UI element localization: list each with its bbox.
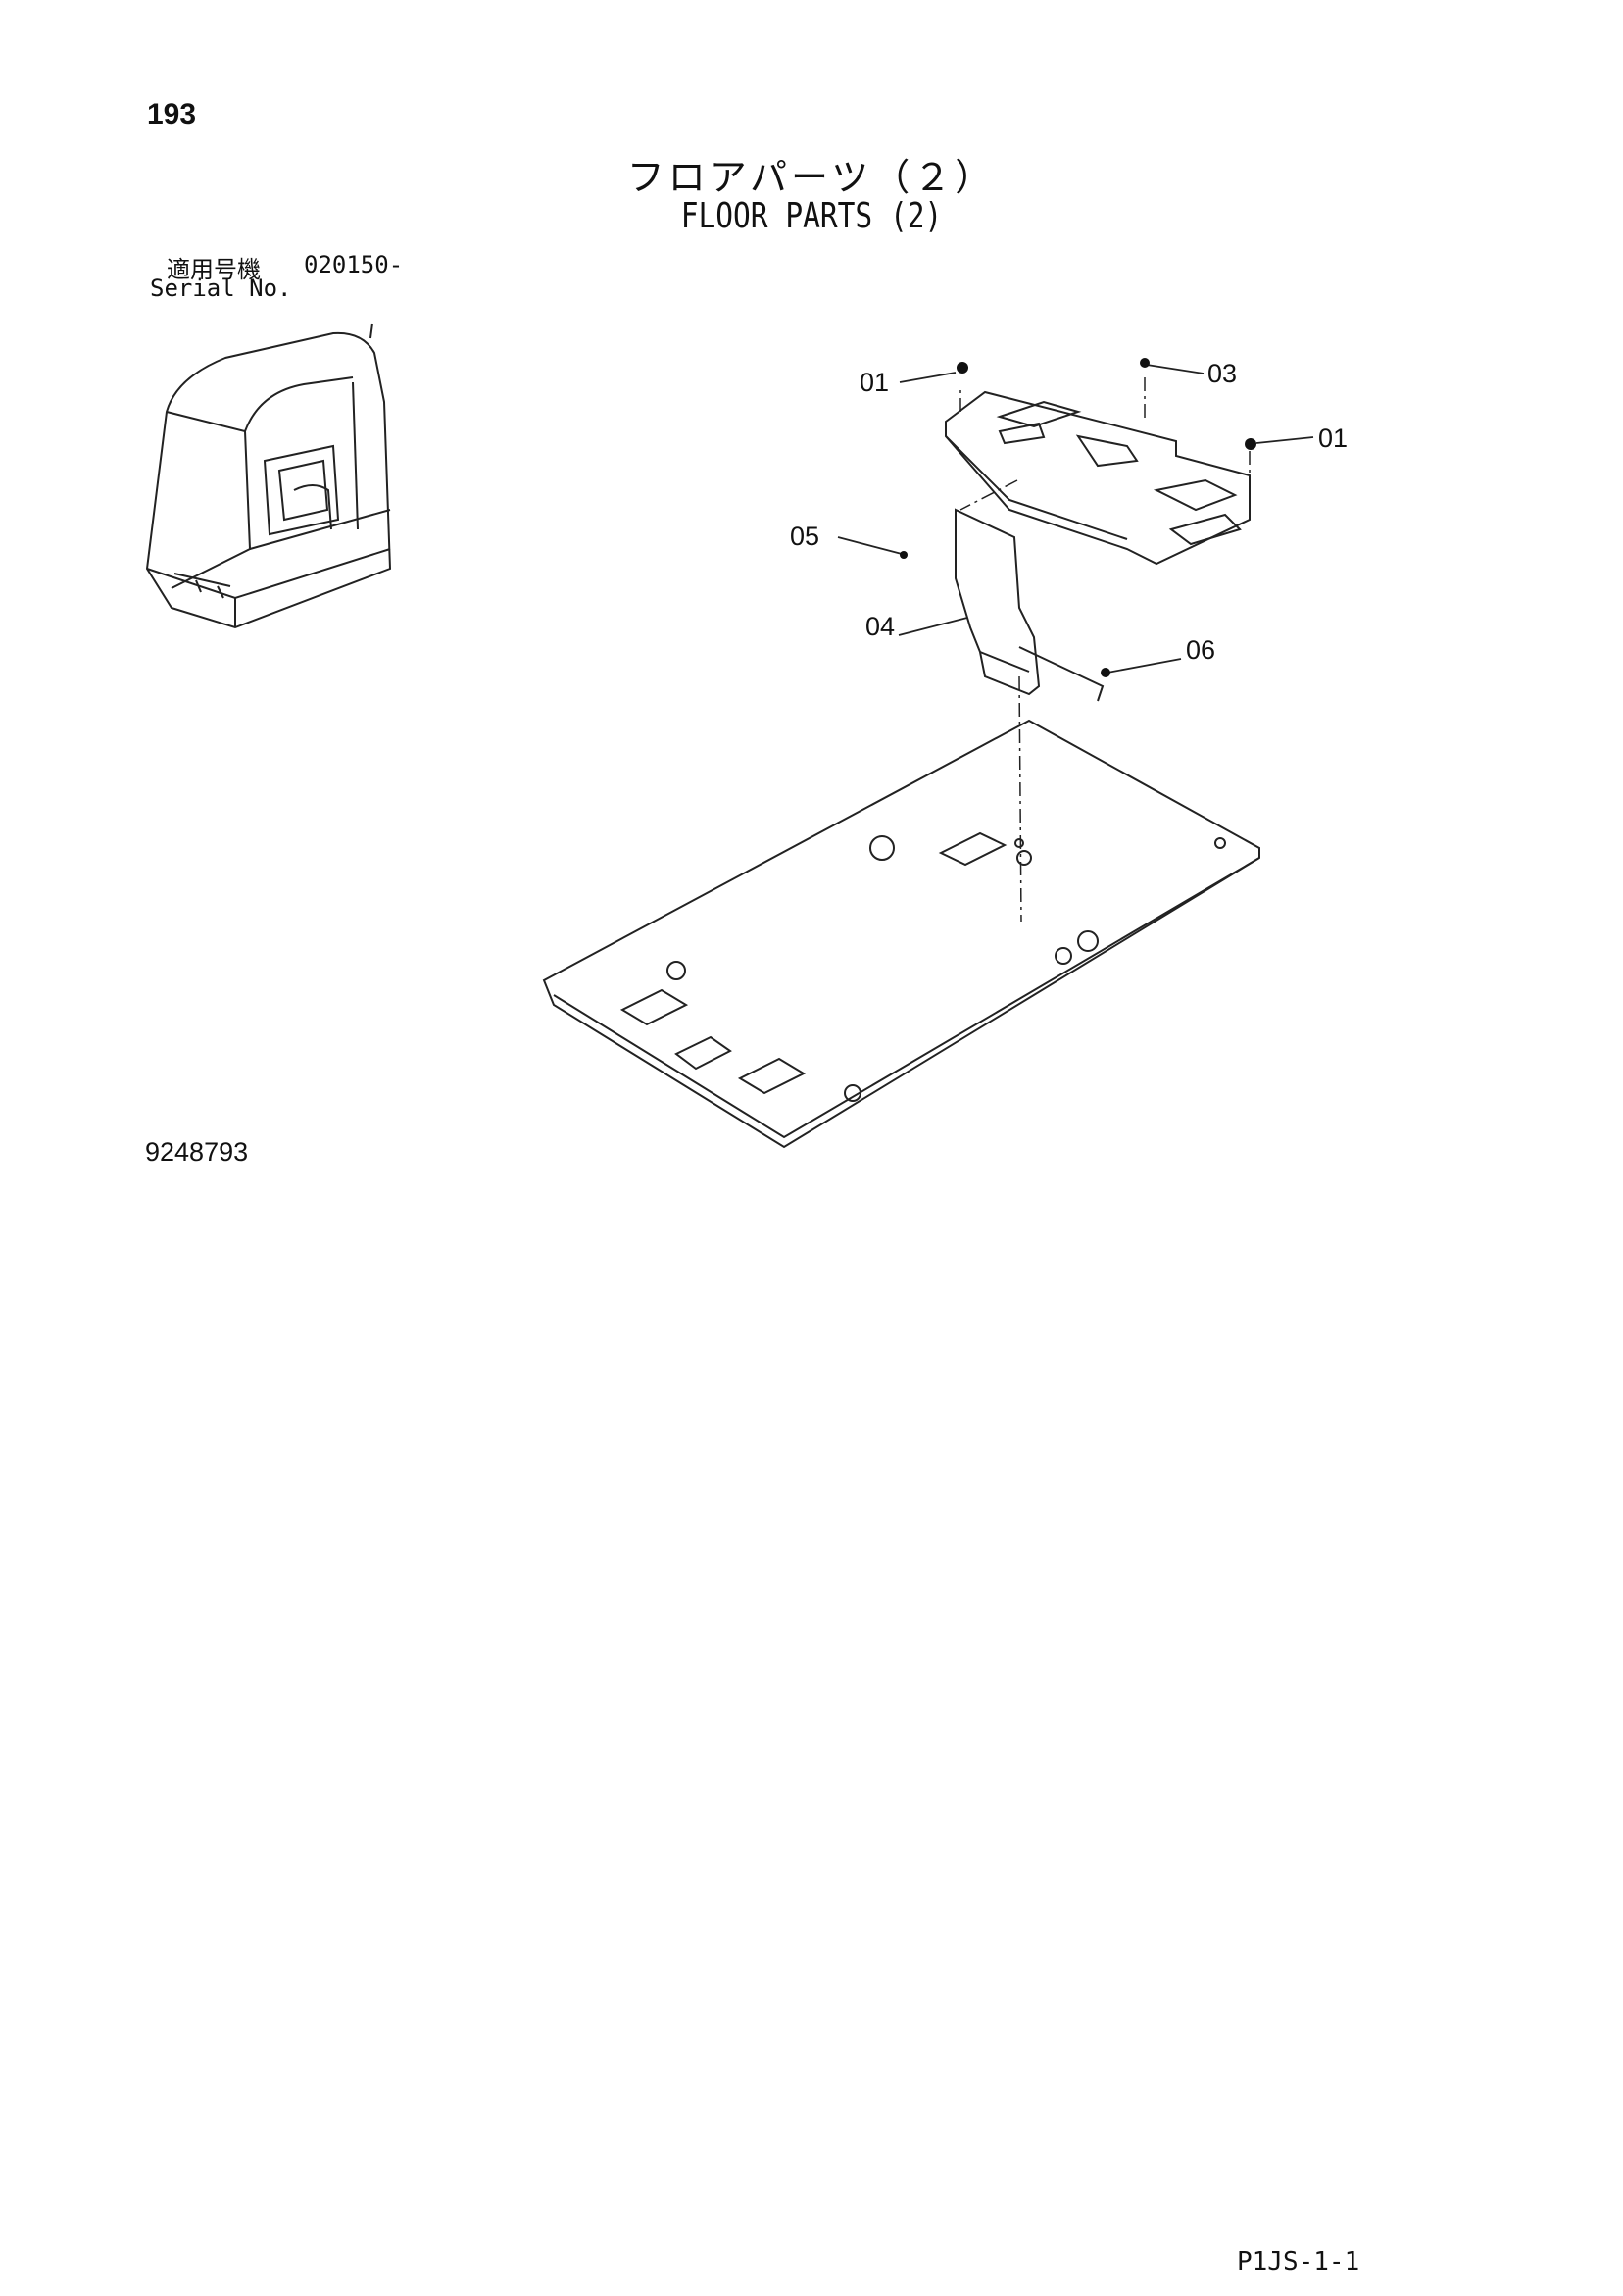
callout-01-top: 01 xyxy=(860,368,889,397)
upper-bracket-plate xyxy=(945,390,1251,566)
cab-overview-illustration xyxy=(145,323,392,629)
callout-leader-lines xyxy=(837,364,1314,674)
callout-03: 03 xyxy=(1207,359,1237,388)
drawing-number: 9248793 xyxy=(145,1137,249,1167)
bracket-part-04 xyxy=(955,508,1105,702)
callout-06: 06 xyxy=(1186,635,1215,665)
floor-plate xyxy=(542,719,1260,1149)
page-title-english: FLOOR PARTS (2) xyxy=(680,196,943,236)
bolt-01-top xyxy=(957,362,968,374)
page-number: 193 xyxy=(147,98,197,130)
serial-label-english: Serial No. xyxy=(150,275,292,302)
callout-05: 05 xyxy=(790,522,819,551)
callout-04: 04 xyxy=(865,612,895,641)
assembly-center-lines xyxy=(959,377,1251,923)
bolt-05 xyxy=(900,551,908,559)
footer-code: P1JS-1-1 xyxy=(1237,2247,1360,2276)
bolt-01-right xyxy=(1245,438,1256,450)
bolt-06 xyxy=(1101,668,1110,677)
callout-01-right: 01 xyxy=(1318,424,1348,453)
serial-number-value: 020150- xyxy=(304,251,404,278)
page-title-japanese: フロアパーツ（２） xyxy=(626,156,997,199)
bolt-03 xyxy=(1140,358,1150,368)
fasteners xyxy=(900,358,1256,677)
serial-label-japanese: 適用号機 xyxy=(167,256,261,283)
